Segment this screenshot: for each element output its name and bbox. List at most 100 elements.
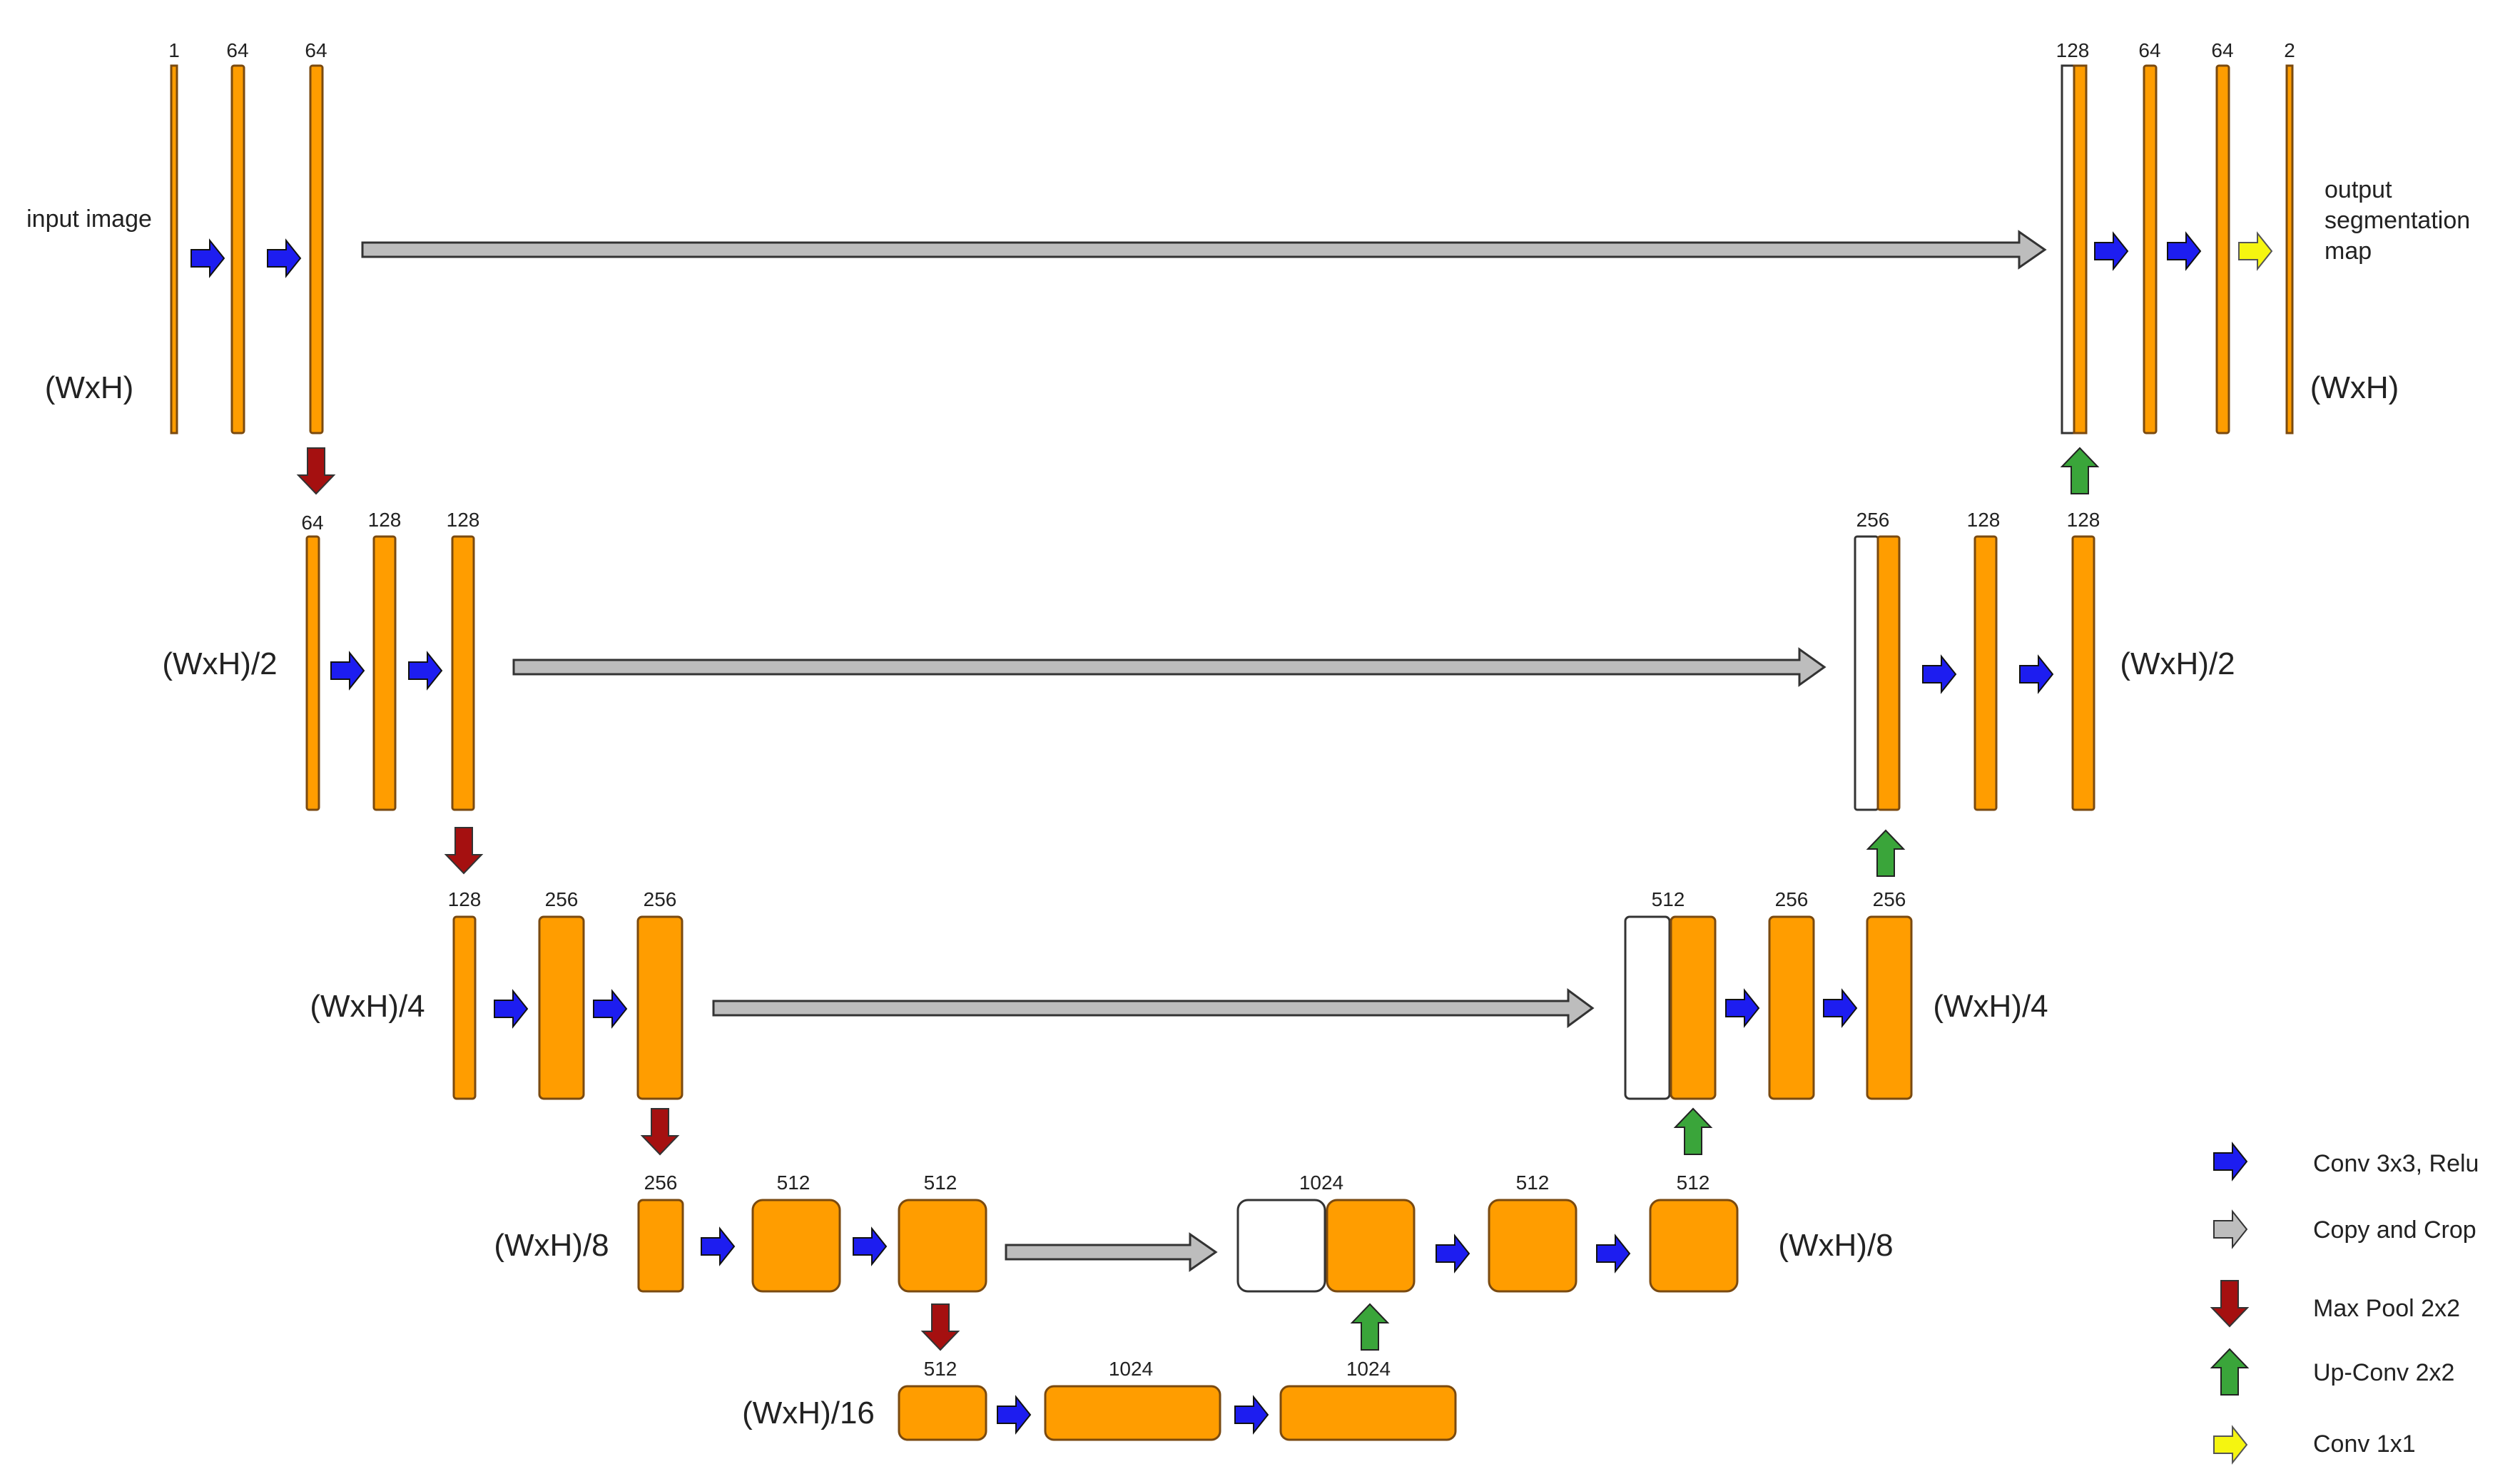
right-arrow-icon	[2213, 1143, 2247, 1180]
feature-map-l3-d1	[1670, 915, 1717, 1100]
feature-map-l4-e3	[898, 1199, 987, 1293]
conv-arrow-icon	[2019, 656, 2053, 693]
conv-arrow-icon	[1436, 1235, 1470, 1272]
up-conv-arrow-icon	[1351, 1303, 1388, 1351]
down-arrow-icon	[2211, 1280, 2248, 1327]
feature-map-l2-e2	[372, 535, 397, 811]
max-pool-arrow-icon	[445, 827, 482, 874]
conv-arrow-icon	[1234, 1396, 1269, 1433]
copied-map-l2	[1854, 535, 1879, 811]
feature-map-l1-d2	[2143, 64, 2158, 434]
channel-label-l1-d1: 128	[2056, 39, 2090, 61]
right-arrow-icon	[2213, 1211, 2247, 1248]
legend-label: Up-Conv 2x2	[2313, 1359, 2454, 1386]
feature-map-l1-out	[2285, 64, 2294, 434]
max-pool-arrow-icon	[298, 447, 335, 494]
channel-label-l2-d3: 128	[2067, 509, 2100, 531]
feature-map-l4-e1	[637, 1199, 684, 1293]
resolution-label-level-4-right: (WxH)/8	[1778, 1228, 1893, 1263]
conv-arrow-icon	[1823, 990, 1857, 1027]
conv-arrow-icon	[330, 652, 365, 689]
copy-crop-arrow-icon	[1005, 1232, 1218, 1272]
conv-arrow-icon	[853, 1228, 887, 1265]
resolution-label-level-2-right: (WxH)/2	[2120, 646, 2235, 681]
legend-label: Conv 1x1	[2313, 1430, 2416, 1458]
channel-label-l4-d1: 1024	[1299, 1171, 1343, 1194]
feature-map-b1	[898, 1385, 987, 1441]
feature-map-l1-d3	[2215, 64, 2230, 434]
conv-arrow-icon	[1725, 990, 1759, 1027]
copy-crop-arrow-icon	[512, 647, 1827, 687]
feature-map-l1-e1	[170, 64, 178, 434]
channel-label-l3-e1: 128	[448, 888, 482, 910]
channel-label-l4-e2: 512	[777, 1171, 811, 1194]
feature-map-l3-e3	[636, 915, 684, 1100]
legend-item-up-conv: Up-Conv 2x2	[2211, 1348, 2454, 1396]
up-conv-arrow-icon	[1867, 830, 1904, 877]
conv-arrow-icon	[997, 1396, 1031, 1433]
channel-label-l4-d2: 512	[1516, 1171, 1550, 1194]
conv-arrow-icon	[1922, 656, 1956, 693]
copied-map-l3	[1624, 915, 1671, 1100]
channel-label-l4-e1: 256	[644, 1171, 678, 1194]
conv-arrow-icon	[2167, 233, 2201, 270]
feature-map-l2-d1	[1876, 535, 1901, 811]
conv-arrow-icon	[701, 1228, 735, 1265]
resolution-label-bottleneck: (WxH)/16	[742, 1396, 875, 1430]
up-arrow-icon	[2211, 1348, 2248, 1396]
channel-label-l3-d1: 512	[1652, 888, 1685, 910]
legend-item-copy-crop: Copy and Crop	[2213, 1211, 2476, 1248]
input-image-label: input image	[26, 205, 152, 233]
channel-label-b3: 1024	[1346, 1358, 1391, 1380]
level-1: input image (WxH) 1 64 64 128 64 64 2 ou…	[26, 39, 2477, 494]
resolution-label-level-1-left: (WxH)	[45, 370, 134, 405]
channel-label-b2: 1024	[1109, 1358, 1153, 1380]
copy-crop-arrow-icon	[361, 230, 2047, 270]
conv-arrow-icon	[1596, 1235, 1630, 1272]
feature-map-l2-d3	[2071, 535, 2095, 811]
level-3: (WxH)/4 128 256 256 512 256 256 (WxH)/4	[310, 888, 2048, 1155]
channel-label-l2-e1: 64	[301, 512, 323, 534]
channel-label-l3-d3: 256	[1873, 888, 1906, 910]
resolution-label-level-1-right: (WxH)	[2310, 370, 2399, 405]
legend-label: Copy and Crop	[2313, 1216, 2476, 1244]
feature-map-l4-d2	[1488, 1199, 1577, 1293]
channel-label-l3-e2: 256	[545, 888, 579, 910]
feature-map-l4-d1	[1326, 1199, 1416, 1293]
feature-map-l4-d3	[1649, 1199, 1739, 1293]
feature-map-l3-e2	[538, 915, 585, 1100]
max-pool-arrow-icon	[641, 1108, 679, 1155]
conv-arrow-icon	[408, 652, 442, 689]
feature-map-b2	[1044, 1385, 1221, 1441]
channel-label-l1-e2: 64	[226, 39, 248, 61]
copy-crop-arrow-icon	[712, 988, 1595, 1028]
feature-map-l2-e3	[451, 535, 475, 811]
feature-map-l3-d3	[1866, 915, 1913, 1100]
channel-label-l4-d3: 512	[1677, 1171, 1710, 1194]
feature-map-l2-d2	[1973, 535, 1998, 811]
resolution-label-level-4-left: (WxH)/8	[494, 1228, 609, 1263]
conv-arrow-icon	[593, 990, 627, 1027]
conv-arrow-icon	[267, 240, 301, 277]
channel-label-l2-d2: 128	[1967, 509, 2001, 531]
up-conv-arrow-icon	[2061, 447, 2098, 494]
level-2: (WxH)/2 64 128 128 256 128 128 (WxH)/2	[162, 509, 2235, 877]
level-4: (WxH)/8 256 512 512 1024 512 512 (WxH)/8	[494, 1171, 1894, 1351]
conv-arrow-icon	[2094, 233, 2128, 270]
feature-map-l3-e1	[452, 915, 477, 1100]
channel-label-l2-d1: 256	[1856, 509, 1890, 531]
resolution-label-level-3-left: (WxH)/4	[310, 989, 425, 1024]
resolution-label-level-2-left: (WxH)/2	[162, 646, 277, 681]
channel-label-l2-e2: 128	[368, 509, 402, 531]
feature-map-b3	[1279, 1385, 1457, 1441]
feature-map-l3-d2	[1768, 915, 1815, 1100]
conv-arrow-icon	[190, 240, 225, 277]
conv-arrow-icon	[494, 990, 528, 1027]
output-segmentation-label: output segmentation map	[2325, 176, 2477, 265]
legend-item-max-pool: Max Pool 2x2	[2211, 1280, 2460, 1327]
copied-map-l4	[1236, 1199, 1326, 1293]
feature-map-l1-e2	[230, 64, 245, 434]
legend: Conv 3x3, Relu Copy and Crop Max Pool 2x…	[2211, 1143, 2479, 1463]
legend-item-conv-1x1: Conv 1x1	[2213, 1426, 2416, 1463]
